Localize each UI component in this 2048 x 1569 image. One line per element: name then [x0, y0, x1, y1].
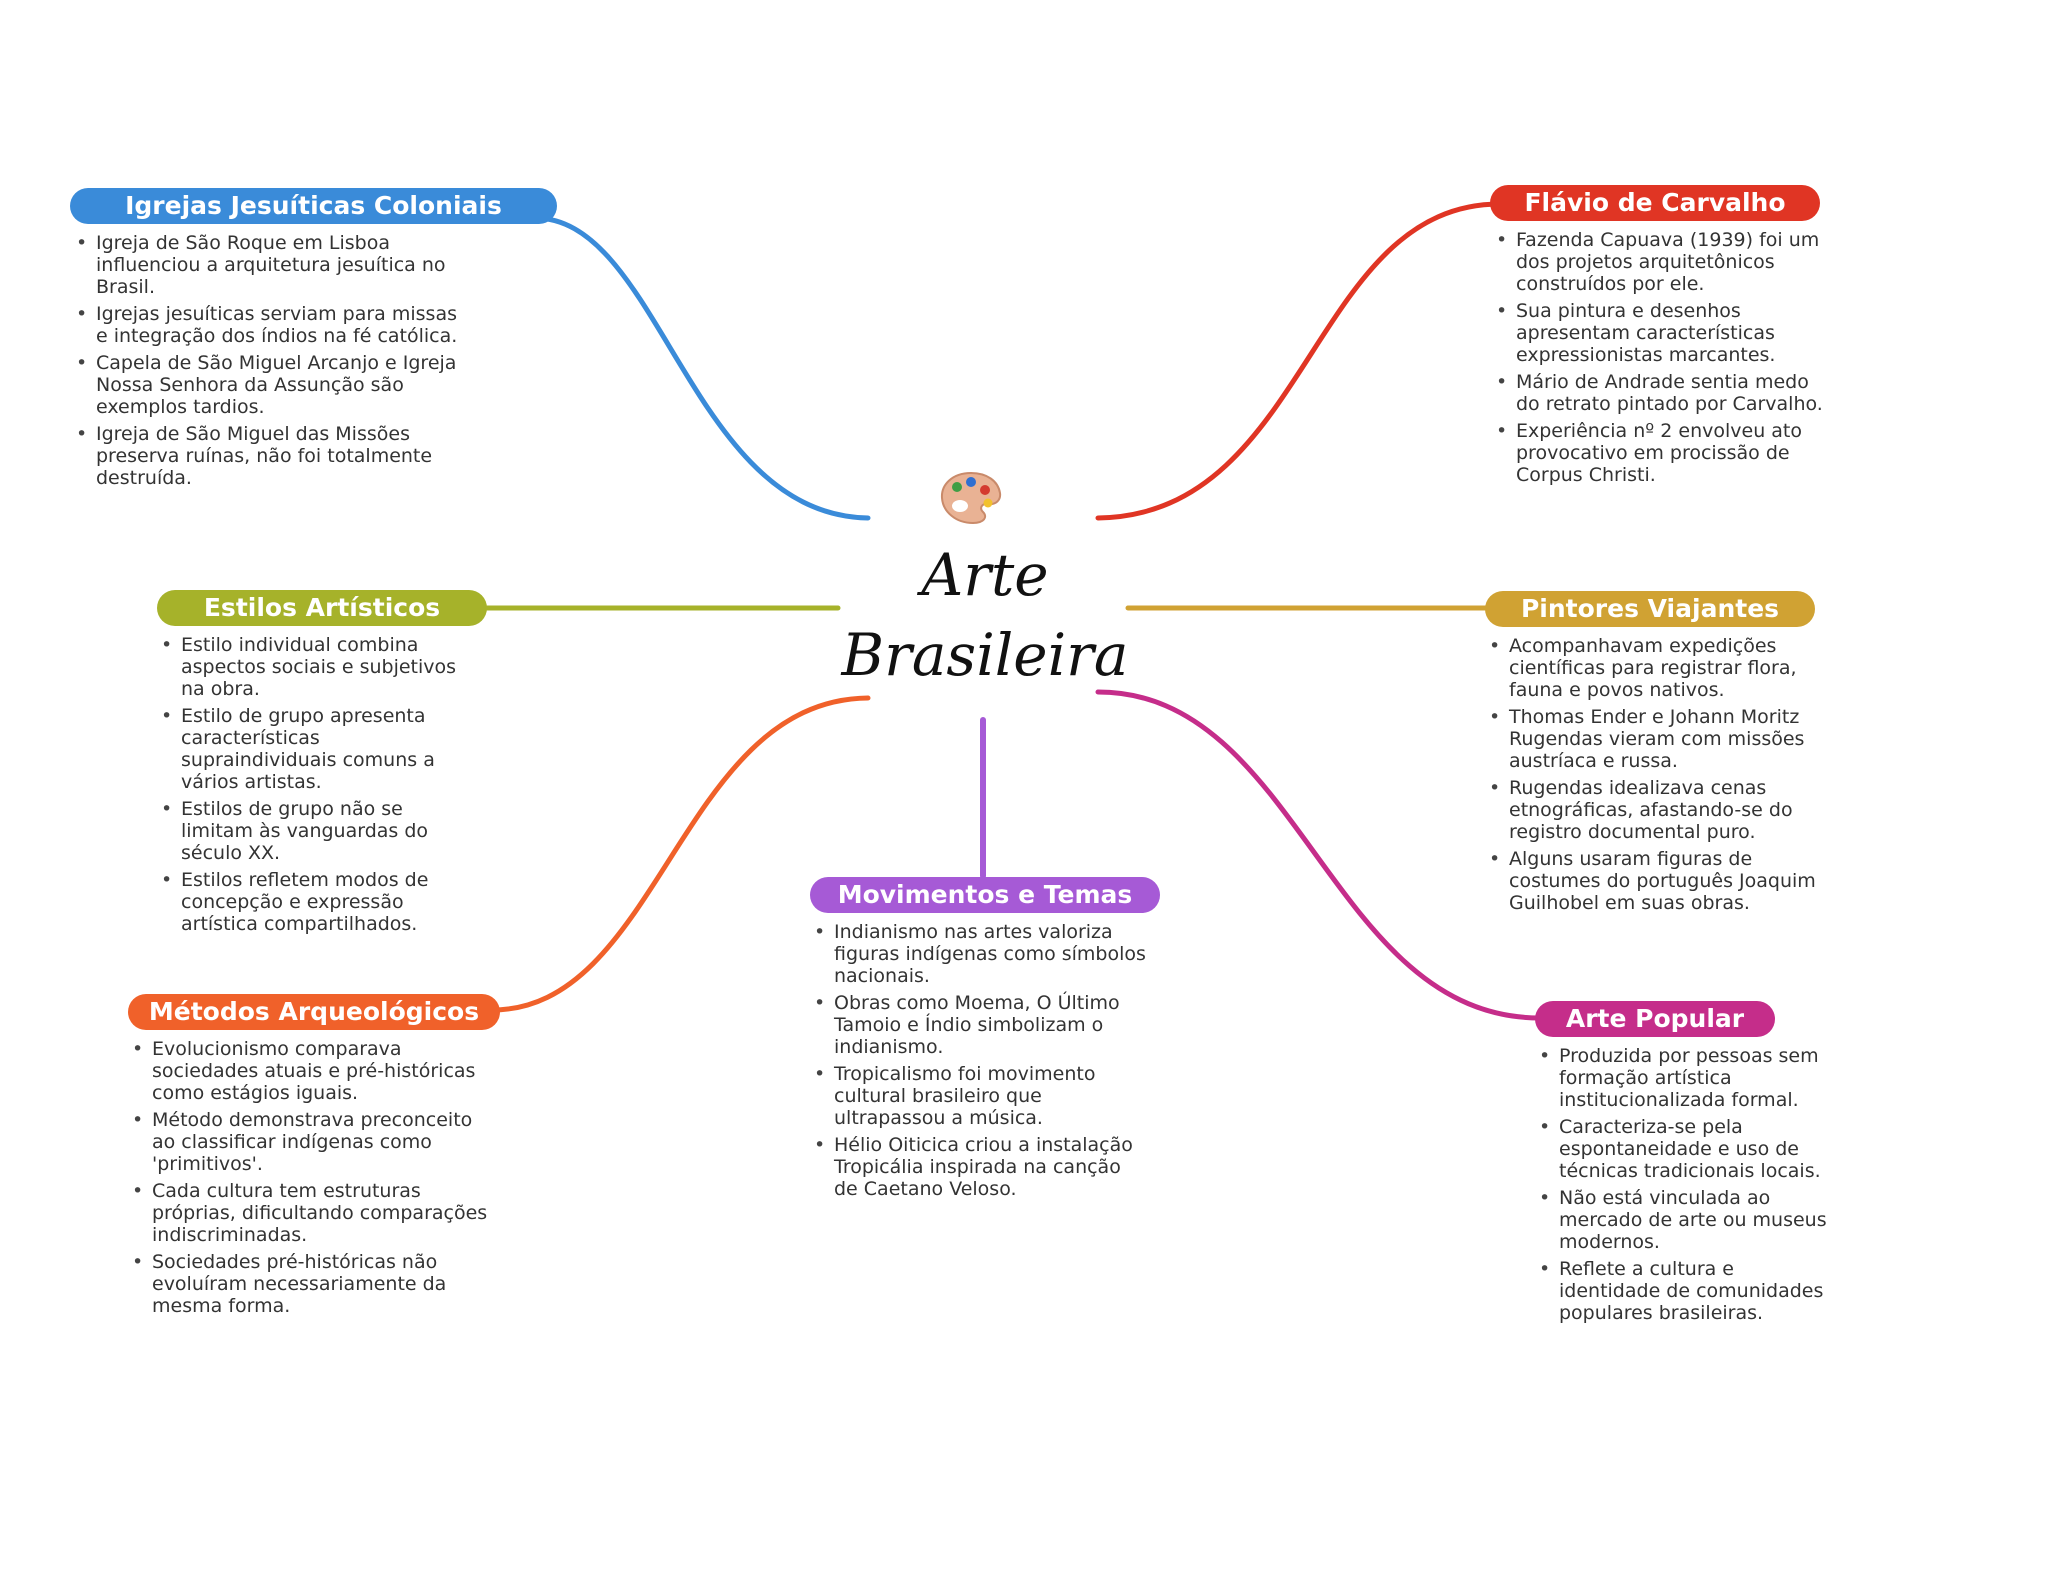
note-item: Não está vinculada ao mercado de arte ou… — [1535, 1187, 1835, 1253]
branch-estilos-notes: Estilo individual combina aspectos socia… — [157, 634, 477, 940]
note-item: Evolucionismo comparava sociedades atuai… — [128, 1038, 498, 1104]
note-item: Rugendas idealizava cenas etnográficas, … — [1485, 777, 1825, 843]
branch-movimentos-title[interactable]: Movimentos e Temas — [810, 877, 1160, 913]
branch-metodos-notes: Evolucionismo comparava sociedades atuai… — [128, 1038, 498, 1322]
note-item: Experiência nº 2 envolveu ato provocativ… — [1492, 420, 1837, 486]
branch-igrejas-notes: Igreja de São Roque em Lisboa influencio… — [72, 232, 472, 494]
note-item: Thomas Ender e Johann Moritz Rugendas vi… — [1485, 706, 1825, 772]
note-item: Obras como Moema, O Último Tamoio e Índi… — [810, 992, 1150, 1058]
note-item: Igrejas jesuíticas serviam para missas e… — [72, 303, 472, 347]
note-item: Cada cultura tem estruturas próprias, di… — [128, 1180, 498, 1246]
central-topic: Arte Brasileira — [840, 535, 1130, 695]
note-item: Igreja de São Miguel das Missões preserv… — [72, 423, 472, 489]
branch-igrejas-title[interactable]: Igrejas Jesuíticas Coloniais — [70, 188, 557, 224]
note-item: Estilo de grupo apresenta característica… — [157, 705, 477, 793]
note-item: Mário de Andrade sentia medo do retrato … — [1492, 371, 1837, 415]
branch-flavio-notes: Fazenda Capuava (1939) foi um dos projet… — [1492, 229, 1837, 491]
note-item: Estilo individual combina aspectos socia… — [157, 634, 477, 700]
connector-metodos — [489, 695, 871, 1013]
connector-flavio — [1095, 201, 1503, 521]
note-item: Caracteriza-se pela espontaneidade e uso… — [1535, 1116, 1835, 1182]
branch-popular-title[interactable]: Arte Popular — [1535, 1001, 1775, 1037]
note-item: Sociedades pré-históricas não evoluíram … — [128, 1251, 498, 1317]
note-item: Fazenda Capuava (1939) foi um dos projet… — [1492, 229, 1837, 295]
central-topic-line-1: Arte — [921, 541, 1049, 609]
note-item: Estilos refletem modos de concepção e ex… — [157, 869, 477, 935]
note-item: Tropicalismo foi movimento cultural bras… — [810, 1063, 1150, 1129]
branch-flavio-title[interactable]: Flávio de Carvalho — [1490, 185, 1820, 221]
branch-movimentos-notes: Indianismo nas artes valoriza figuras in… — [810, 921, 1150, 1205]
note-item: Alguns usaram figuras de costumes do por… — [1485, 848, 1825, 914]
branch-popular-notes: Produzida por pessoas sem formação artís… — [1535, 1045, 1835, 1329]
note-item: Igreja de São Roque em Lisboa influencio… — [72, 232, 472, 298]
note-item: Estilos de grupo não se limitam às vangu… — [157, 798, 477, 864]
branch-metodos-title[interactable]: Métodos Arqueológicos — [128, 994, 500, 1030]
note-item: Capela de São Miguel Arcanjo e Igreja No… — [72, 352, 472, 418]
note-item: Método demonstrava preconceito ao classi… — [128, 1109, 498, 1175]
note-item: Hélio Oiticica criou a instalação Tropic… — [810, 1134, 1150, 1200]
note-item: Produzida por pessoas sem formação artís… — [1535, 1045, 1835, 1111]
branch-pintores-notes: Acompanhavam expedições científicas para… — [1485, 635, 1825, 919]
central-topic-line-2: Brasileira — [841, 621, 1129, 689]
connector-popular — [1095, 689, 1543, 1021]
note-item: Indianismo nas artes valoriza figuras in… — [810, 921, 1150, 987]
note-item: Sua pintura e desenhos apresentam caract… — [1492, 300, 1837, 366]
artist-palette-icon — [940, 471, 1002, 525]
note-item: Acompanhavam expedições científicas para… — [1485, 635, 1825, 701]
branch-pintores-title[interactable]: Pintores Viajantes — [1485, 591, 1815, 627]
connector-igrejas — [532, 215, 871, 521]
note-item: Reflete a cultura e identidade de comuni… — [1535, 1258, 1835, 1324]
branch-estilos-title[interactable]: Estilos Artísticos — [157, 590, 487, 626]
